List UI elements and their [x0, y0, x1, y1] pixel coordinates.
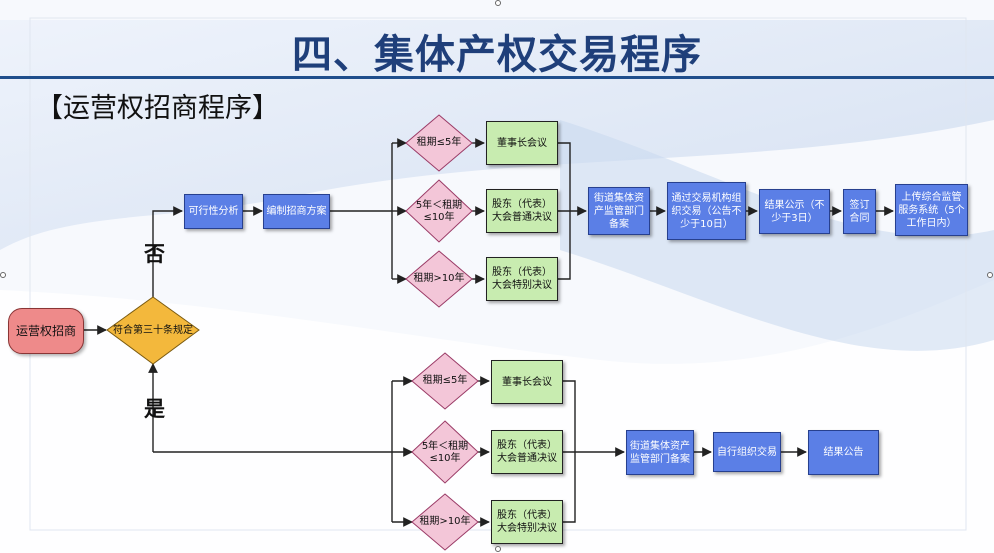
plan-preparation-box: 编制招商方案: [263, 194, 330, 229]
start-node: 运营权招商: [8, 308, 84, 354]
slide-handle-right: [987, 272, 993, 278]
condition-diamond-4: [411, 352, 479, 410]
connectors-upper: [152, 138, 894, 297]
condition-label-upper-2: 5年＜租期≤10年: [415, 200, 463, 223]
feasibility-analysis-box: 可行性分析: [184, 194, 243, 229]
condition-diamond-2: [405, 179, 473, 243]
filing-box-lower: 街道集体资产监管部门备案: [626, 430, 694, 475]
resolution-box-upper-3: 股东（代表）大会特别决议: [486, 257, 558, 301]
condition-diamond-5: [411, 420, 479, 484]
main-decision-diamond: [106, 296, 200, 365]
condition-label-lower-2: 5年＜租期≤10年: [421, 441, 469, 464]
no-label: 否: [144, 242, 165, 266]
condition-label-upper-1: 租期≤5年: [416, 137, 462, 148]
self-trade-box: 自行组织交易: [713, 432, 781, 472]
condition-diamond-3: [405, 250, 473, 308]
result-announcement-box: 结果公告: [808, 430, 879, 475]
sign-contract-box: 签订合同: [843, 189, 876, 234]
connectors-lower: [84, 325, 807, 527]
condition-label-lower-1: 租期≤5年: [422, 375, 468, 386]
resolution-box-upper-1: 董事长会议: [486, 121, 558, 165]
slide-handle-left: [0, 272, 6, 278]
condition-diamond-1: [405, 114, 473, 172]
resolution-box-lower-3: 股东（代表）大会特别决议: [491, 500, 563, 544]
slide-handle-top: [495, 0, 501, 6]
slide-handle-bottom: [495, 546, 501, 552]
title-underline: [0, 76, 994, 79]
yes-label: 是: [144, 397, 165, 421]
resolution-box-lower-2: 股东（代表）大会普通决议: [491, 430, 563, 474]
condition-label-upper-3: 租期>10年: [413, 273, 465, 284]
condition-diamond-6: [411, 493, 479, 551]
upload-system-box: 上传综合监管服务系统（5个工作日内）: [895, 184, 968, 236]
decision-diamonds: [405, 114, 479, 551]
condition-label-lower-3: 租期>10年: [419, 516, 471, 527]
main-decision-label: 符合第三十条规定: [113, 325, 193, 336]
resolution-box-lower-1: 董事长会议: [491, 360, 563, 404]
slide-subtitle: 【运营权招商程序】: [36, 93, 279, 124]
result-publicity-box: 结果公示（不少于3日）: [759, 189, 830, 234]
slide-title: 四、集体产权交易程序: [292, 31, 702, 78]
filing-box-upper: 街道集体资产监管部门备案: [588, 187, 650, 235]
exchange-trade-box: 通过交易机构组织交易（公告不少于10日）: [667, 182, 746, 240]
resolution-box-upper-2: 股东（代表）大会普通决议: [486, 189, 558, 233]
